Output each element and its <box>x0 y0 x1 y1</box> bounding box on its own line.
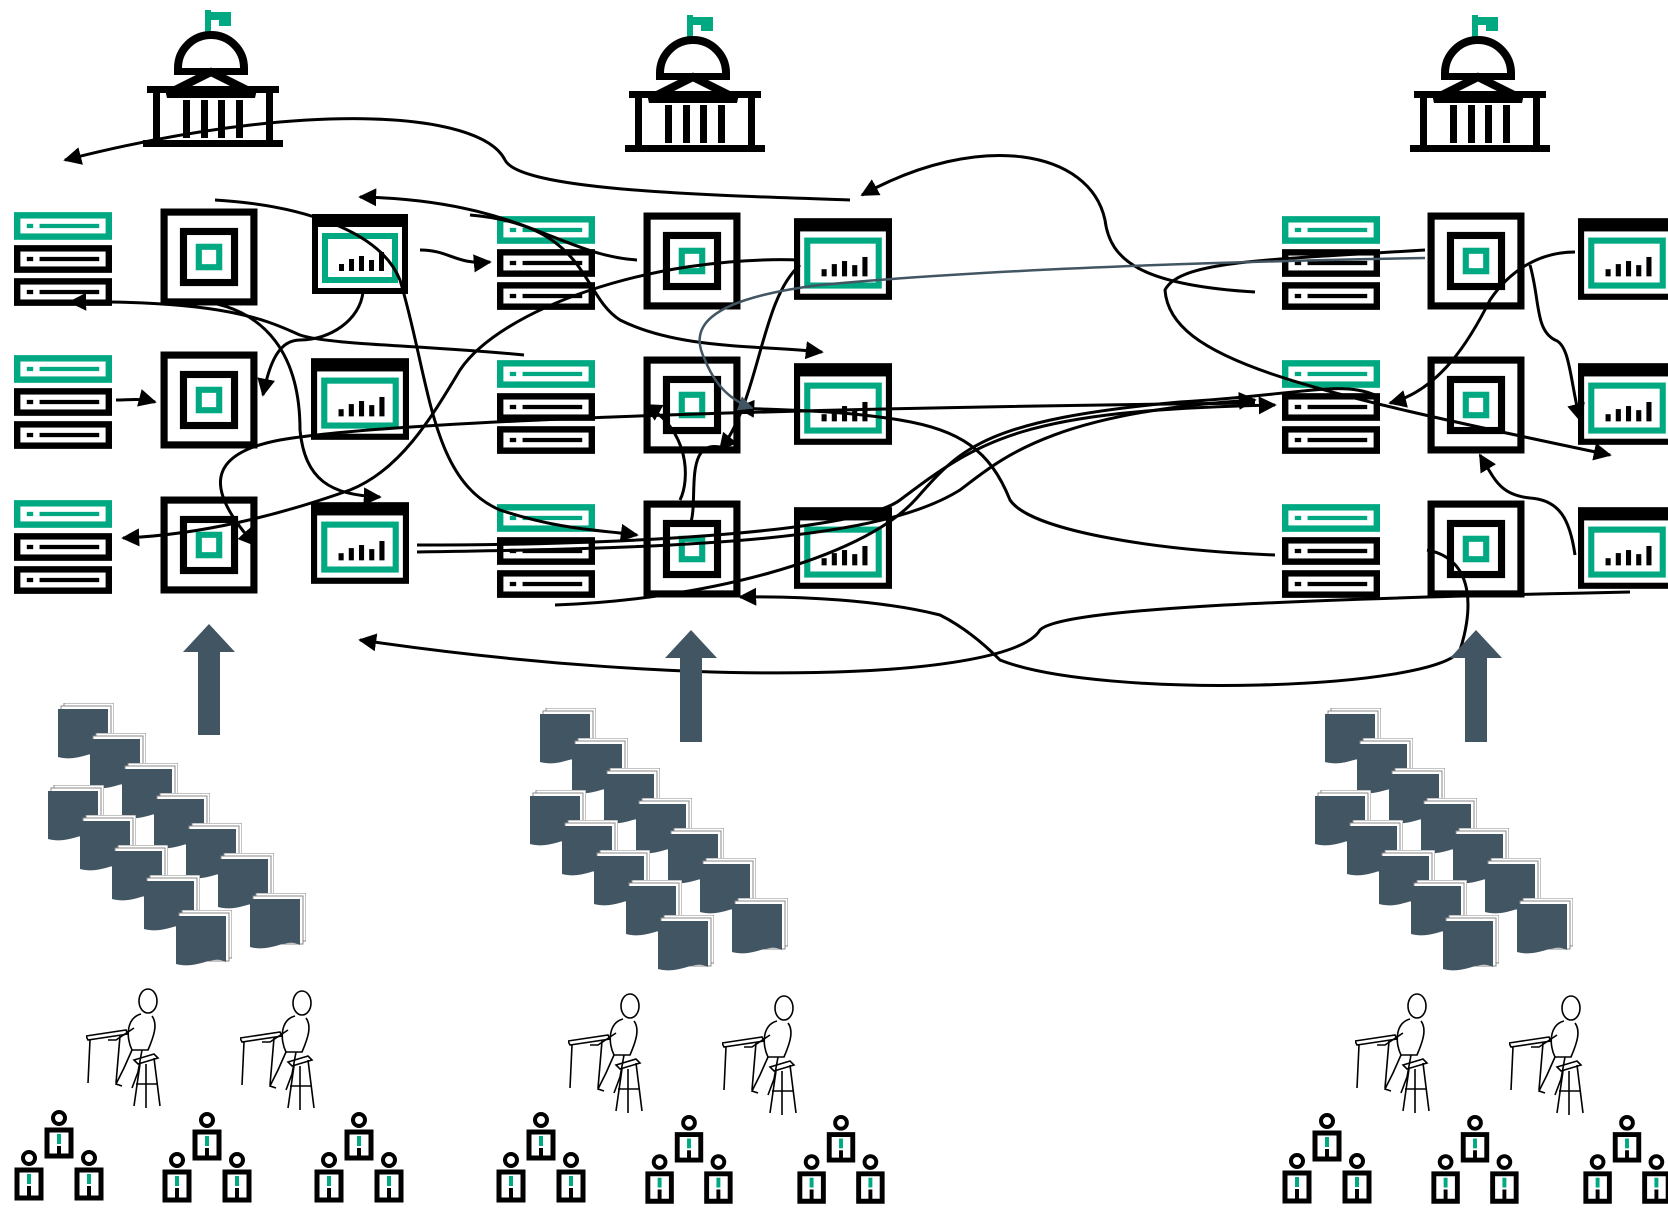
desk-worker-icon <box>722 995 797 1116</box>
connector-arrow <box>189 298 382 506</box>
people-group-icon <box>1586 1117 1668 1201</box>
up-arrow-icon <box>665 630 717 742</box>
document-stack-group-2 <box>530 708 788 971</box>
group-1-nodes <box>17 212 406 591</box>
connector-arrow <box>688 445 731 526</box>
processor-chip-icon <box>1431 360 1521 450</box>
group-3-nodes <box>1285 216 1668 595</box>
people-group-icon <box>17 1112 101 1198</box>
storage-server-icon <box>1285 219 1377 306</box>
connector-arrow <box>358 590 1631 675</box>
analytics-dashboard-icon <box>1581 510 1668 586</box>
connector-arrow <box>643 403 687 501</box>
document-stack-group-1 <box>48 703 306 966</box>
connector-arrow <box>554 387 1376 607</box>
processor-chip-icon <box>164 212 254 302</box>
processor-chip-icon <box>647 360 737 450</box>
up-arrow-icon <box>183 624 235 735</box>
analytics-dashboard-icon <box>797 366 889 442</box>
desk-worker-icon <box>240 990 315 1111</box>
connector-arrow <box>1388 250 1576 408</box>
connector-arrow <box>738 548 1470 687</box>
processor-chip-icon <box>164 500 254 590</box>
storage-server-icon <box>500 363 592 450</box>
connector-arrow <box>416 391 1257 554</box>
up-arrow-icon <box>1450 630 1502 742</box>
processor-chip-icon <box>1431 216 1521 306</box>
people-group-icon <box>317 1114 401 1200</box>
analytics-dashboard-icon <box>314 505 406 581</box>
connector-arrows <box>63 117 1631 687</box>
people-group-icon <box>165 1114 249 1200</box>
connector-arrow <box>1163 248 1612 461</box>
desk-worker-icon <box>1355 993 1430 1114</box>
storage-server-icon <box>17 503 109 590</box>
people-group-icon <box>1434 1117 1516 1201</box>
connector-arrow <box>214 198 639 542</box>
document-stack-group-3 <box>1315 708 1573 971</box>
connector-arrow <box>698 256 1426 411</box>
connector-arrow <box>1528 264 1585 422</box>
people-group-icon <box>800 1117 882 1201</box>
upload-arrows <box>183 624 1502 742</box>
people-group-icon <box>648 1117 730 1201</box>
connector-arrow <box>736 399 1276 557</box>
storage-server-icon <box>17 358 109 445</box>
connector-arrow <box>63 117 851 202</box>
processor-chip-icon <box>1431 504 1521 594</box>
connector-arrow <box>469 213 824 360</box>
people-group-icon <box>1285 1115 1369 1201</box>
desk-worker-icon <box>568 993 643 1114</box>
people-group-icon <box>499 1114 583 1200</box>
document-icon <box>732 898 788 954</box>
connector-arrow <box>1478 453 1577 556</box>
analytics-dashboard-icon <box>315 217 405 291</box>
storage-server-icon <box>1285 507 1377 594</box>
storage-server-icon <box>1285 363 1377 450</box>
analytics-dashboard-icon <box>1581 221 1668 297</box>
connector-arrow <box>219 401 1256 547</box>
document-icon <box>176 910 232 966</box>
connector-arrow <box>419 248 492 273</box>
document-icon <box>1443 915 1499 971</box>
document-icon <box>1517 898 1573 954</box>
document-icon <box>658 915 714 971</box>
government-building-icon <box>625 15 765 152</box>
desk-worker-icon <box>1509 995 1584 1116</box>
connector-arrow <box>718 263 801 452</box>
processor-chip-icon <box>164 355 254 445</box>
connector-arrow <box>257 291 365 397</box>
document-icon <box>250 893 306 949</box>
storage-server-icon <box>17 215 109 302</box>
analytics-dashboard-icon <box>1581 366 1668 442</box>
connector-arrow <box>121 258 801 547</box>
government-building-icon <box>1410 15 1550 152</box>
government-building-icon <box>143 10 283 147</box>
connector-arrow <box>416 396 1277 547</box>
desk-worker-icon <box>86 988 161 1109</box>
analytics-dashboard-icon <box>314 361 406 437</box>
connector-arrow <box>115 389 157 407</box>
connector-arrow <box>860 154 1256 294</box>
connector-arrow <box>68 292 525 357</box>
